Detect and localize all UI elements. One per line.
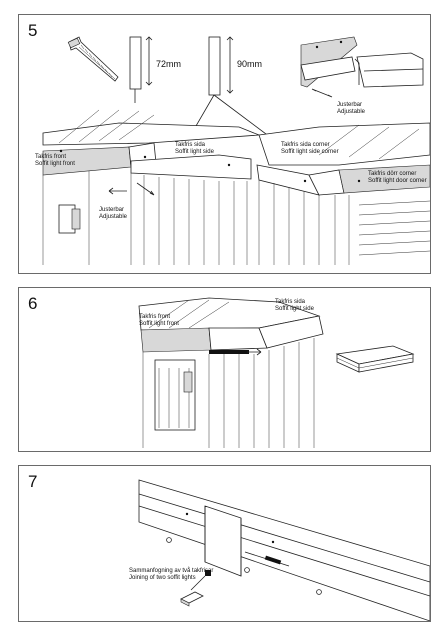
saw-icon xyxy=(67,36,119,82)
dim-72mm: 72mm xyxy=(156,59,181,69)
step-number: 5 xyxy=(28,21,38,40)
label-side-sv: Takfris sida xyxy=(175,142,206,148)
label-side-en: Soffit light side xyxy=(175,149,215,155)
adjustable-joint-detail xyxy=(300,36,424,98)
step-7-illustration: Sammanfogning av två takfrisar Joining o… xyxy=(129,479,430,621)
label-join-en: Joining of two soffit lights xyxy=(129,575,196,581)
soffit-corner-roof xyxy=(138,297,324,356)
label-side-corner-en: Soffit light side corner xyxy=(281,149,339,155)
connector-plate-icon xyxy=(180,575,206,607)
step-5-panel: 5 72mm 90mm xyxy=(18,14,431,274)
right-shed-walls xyxy=(258,180,430,265)
left-shed-roof xyxy=(42,109,260,180)
step-6-illustration: Takfris front Soffit light front Takfris… xyxy=(138,297,415,448)
cut-piece-72mm xyxy=(129,36,153,103)
label-adjustable-right-en: Adjustable xyxy=(337,109,366,115)
dim-90mm: 90mm xyxy=(237,59,262,69)
soffit-joint-beams xyxy=(138,479,430,621)
label-front-en: Soffit light front xyxy=(139,321,179,327)
label-side-sv: Takfris sida xyxy=(275,299,306,305)
left-shed-walls xyxy=(42,171,248,265)
label-door-corner-en: Soffit light door corner xyxy=(368,178,427,184)
spare-soffit-boards xyxy=(335,345,415,373)
label-adjustable-right-sv: Justerbar xyxy=(337,102,362,108)
label-join-sv: Sammanfogning av två takfrisar xyxy=(129,567,213,574)
label-front-en: Soffit light front xyxy=(35,161,75,167)
label-door-corner-sv: Takfris dörr corner xyxy=(368,171,416,177)
label-front-sv: Takfris front xyxy=(35,154,66,160)
step-6-panel: 6 Takfris front Soffit light front Takfr… xyxy=(18,287,431,452)
right-shed-roof xyxy=(256,122,430,196)
label-adjustable-left-en: Adjustable xyxy=(99,214,128,220)
step-number: 6 xyxy=(28,294,38,313)
label-front-sv: Takfris front xyxy=(139,314,170,320)
step-5-illustration: 72mm 90mm Justerbar Adjustable xyxy=(35,36,430,265)
label-side-corner-sv: Takfris sida corner xyxy=(281,142,330,148)
soffit-corner-walls xyxy=(142,338,315,448)
step-7-panel: 7 Sammanfogning av två takfrisar Joining… xyxy=(18,465,431,622)
step-number: 7 xyxy=(28,472,38,491)
cut-piece-90mm xyxy=(188,36,275,141)
label-adjustable-left-sv: Justerbar xyxy=(99,207,124,213)
label-side-en: Soffit light side xyxy=(275,306,315,312)
